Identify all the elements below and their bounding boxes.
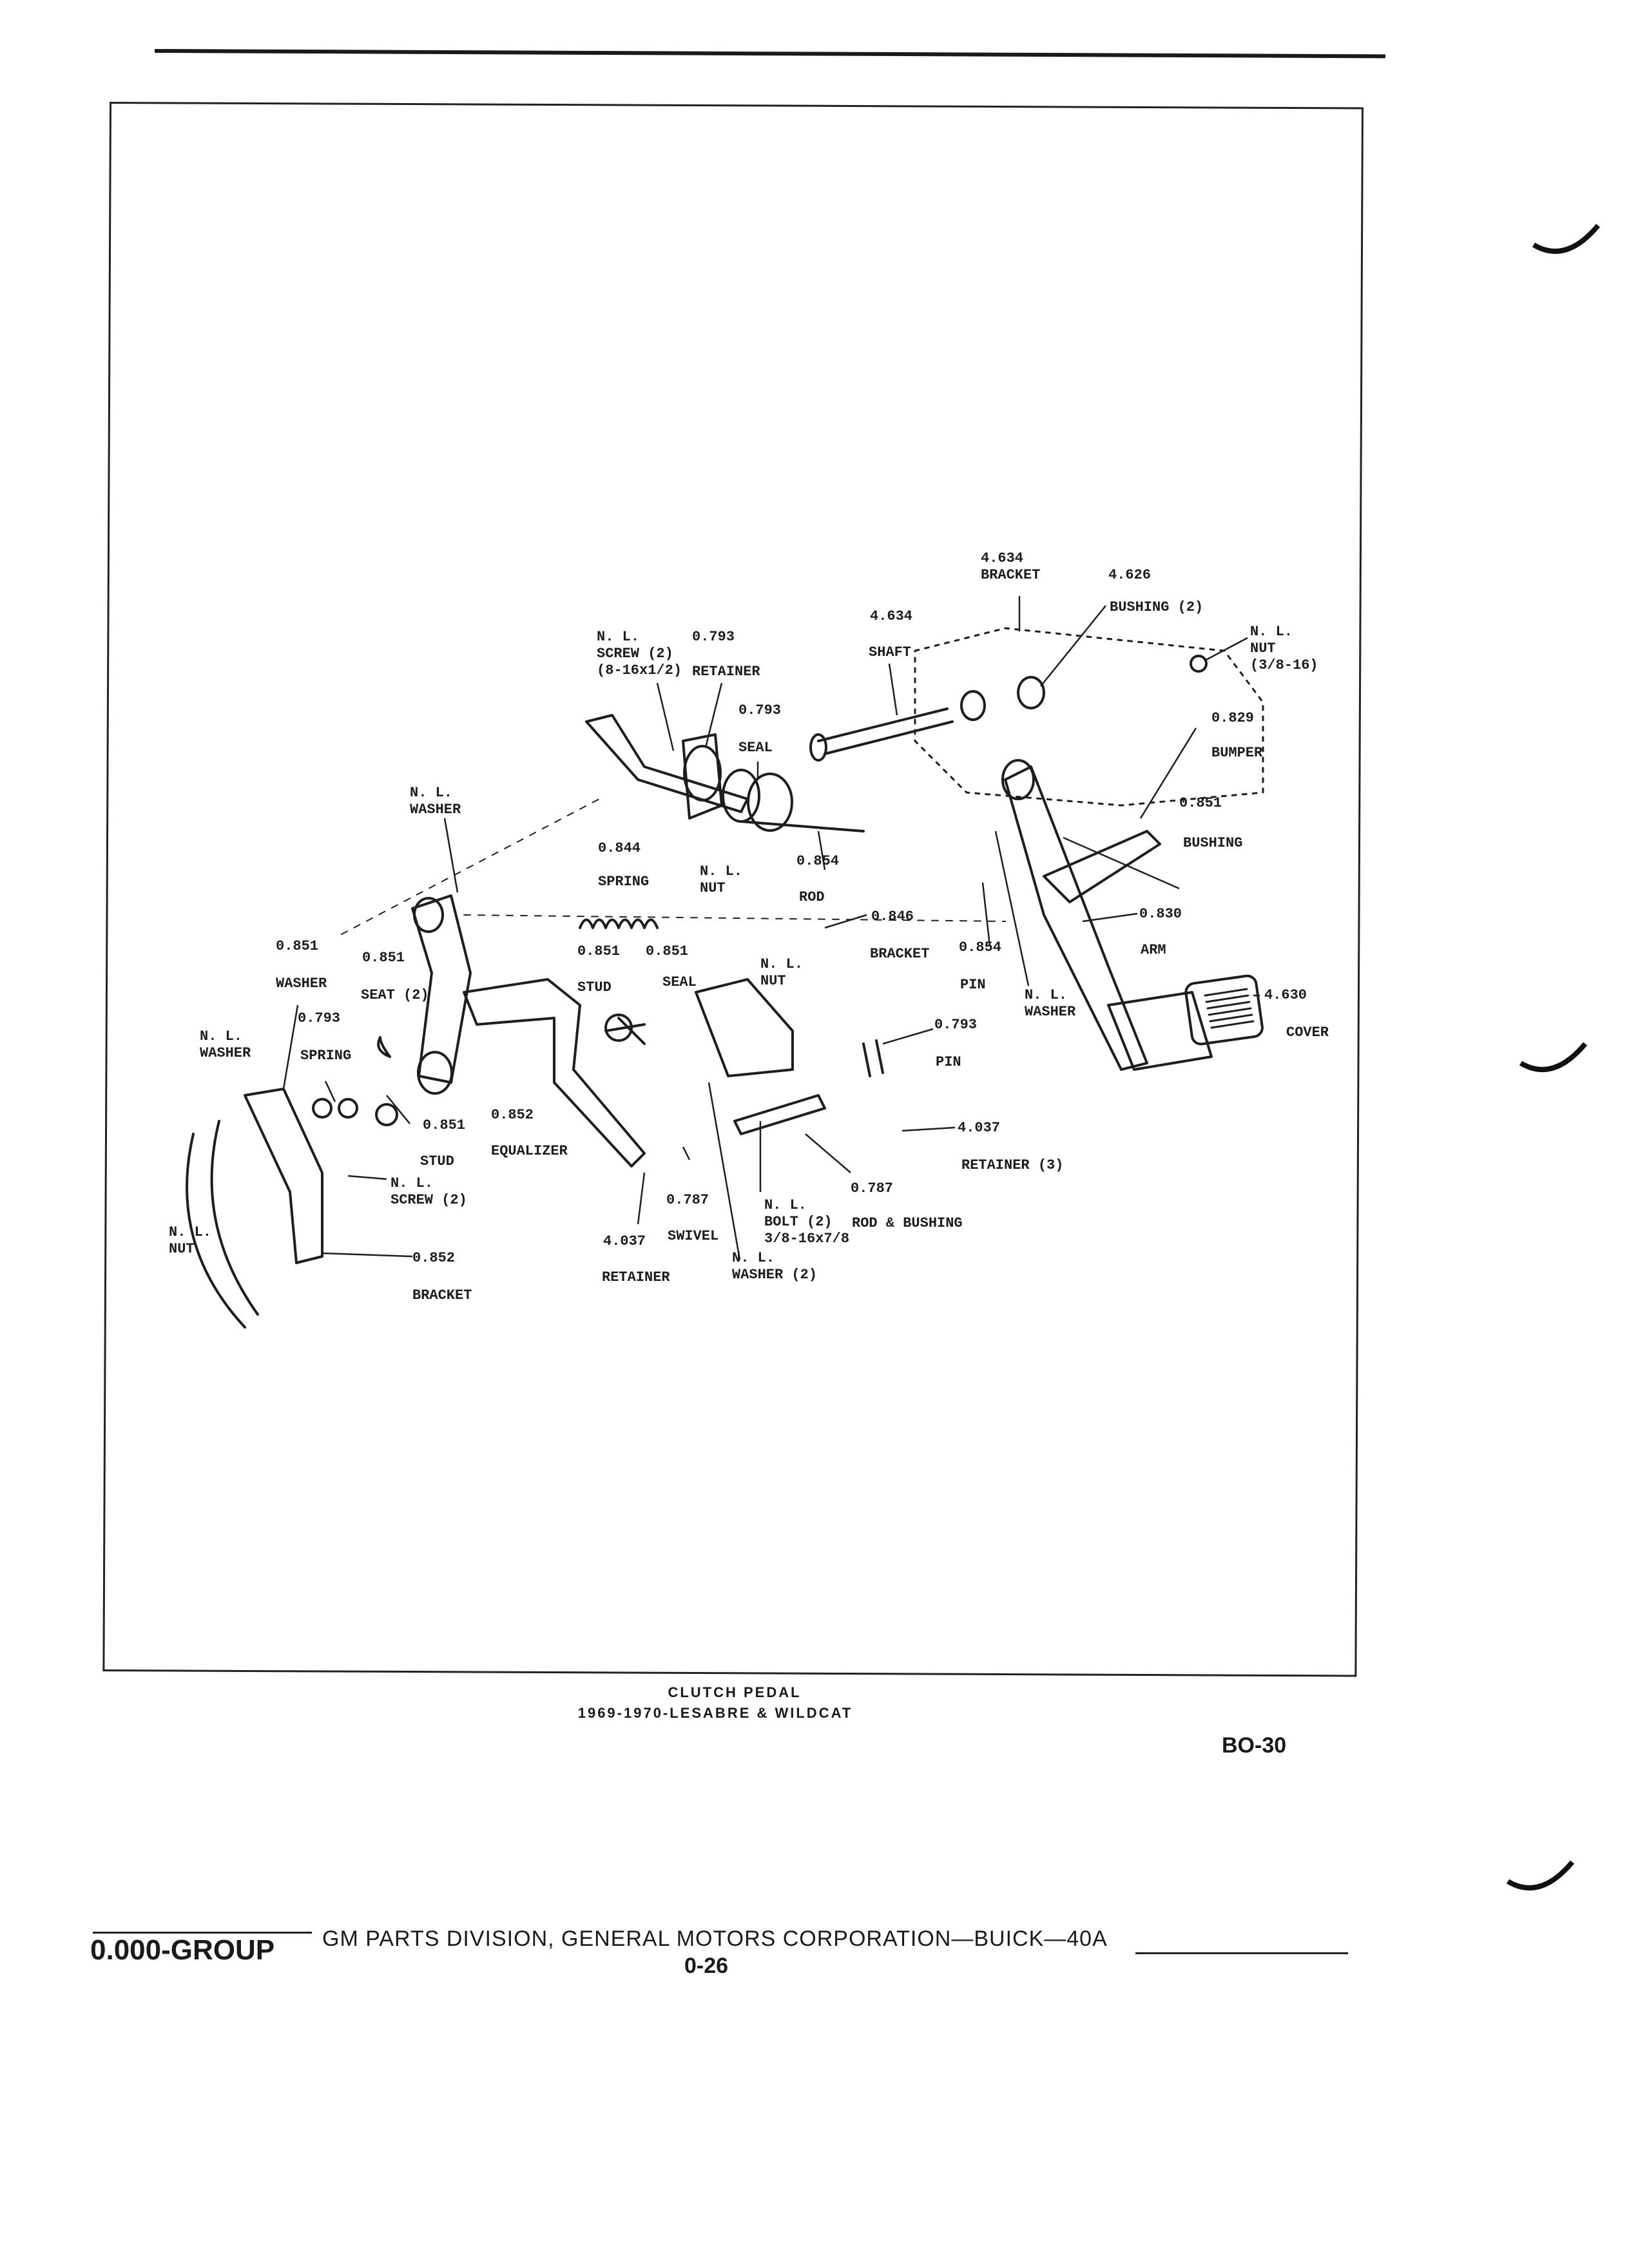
seal — [747, 773, 793, 832]
upper-link — [585, 714, 749, 813]
callout-4037-lower: 4.037 — [603, 1233, 646, 1249]
callout-0851-d: 0.851 — [646, 943, 689, 959]
binder-mark-3 — [1506, 1860, 1575, 1890]
callout-washer-arm: N. L. WASHER — [1025, 987, 1076, 1020]
equalizer — [463, 978, 646, 1168]
callout-0851-b: 0.851 — [362, 950, 405, 966]
callout-0829: 0.829 — [1211, 710, 1255, 726]
figure-title: CLUTCH PEDAL — [668, 1684, 802, 1700]
callout-pin-lower: PIN — [936, 1054, 961, 1070]
callout-bolt-2: N. L. BOLT (2) 3/8-16x7/8 — [764, 1197, 850, 1247]
callout-0793-c: 0.793 — [298, 1010, 341, 1026]
callout-0787-rod: 0.787 — [851, 1180, 894, 1196]
callout-0851-a: 0.851 — [276, 938, 319, 954]
bushing-right — [1017, 676, 1045, 709]
spring — [579, 918, 659, 929]
callout-nut-mid: N. L. NUT — [700, 863, 743, 896]
callout-pin-upper: PIN — [960, 977, 986, 993]
pedal-arm — [1004, 765, 1148, 1071]
callout-rod-bushing: ROD & BUSHING — [852, 1215, 963, 1231]
pedal-cover — [1184, 974, 1264, 1046]
callout-bushing-2: BUSHING (2) — [1110, 599, 1204, 615]
callout-swivel: SWIVEL — [668, 1228, 719, 1244]
callout-screw-2: N. L. SCREW (2) — [390, 1175, 467, 1208]
callout-nut-3-8-16: N. L. NUT (3/8-16) — [1250, 624, 1318, 673]
lower-bracket — [244, 1088, 323, 1264]
callout-0854-rod: 0.854 — [796, 853, 840, 869]
callout-nut-lower: N. L. NUT — [169, 1224, 212, 1257]
callout-seal: SEAL — [738, 740, 773, 756]
binder-mark-1 — [1532, 224, 1601, 254]
callout-stud: STUD — [577, 979, 612, 995]
callout-0830: 0.830 — [1139, 906, 1182, 922]
callout-0787-swivel: 0.787 — [666, 1192, 709, 1208]
callout-0851-c: 0.851 — [577, 943, 621, 959]
page-number: 0-26 — [684, 1954, 729, 1978]
callout-seat-2: SEAT (2) — [361, 987, 429, 1003]
bushing-left — [960, 690, 986, 721]
callout-seal-stud: SEAL — [662, 974, 697, 990]
callout-rod: ROD — [799, 889, 825, 905]
callout-bracket: BRACKET — [870, 946, 930, 962]
callout-washer-left: N. L. WASHER — [200, 1028, 251, 1061]
callout-0854-pin: 0.854 — [959, 939, 1002, 956]
pedal-pad — [1107, 991, 1213, 1071]
callout-bumper: BUMPER — [1211, 745, 1263, 761]
callout-nut-stud: N. L. NUT — [760, 956, 804, 989]
callout-0844: 0.844 — [598, 840, 641, 856]
publisher-line: GM PARTS DIVISION, GENERAL MOTORS CORPOR… — [322, 1927, 1108, 1951]
callout-0793-b: 0.793 — [738, 702, 782, 718]
callout-0852-equalizer: 0.852 — [491, 1107, 534, 1123]
callout-bracket-4634: 4.634 BRACKET — [981, 550, 1041, 583]
callout-4634: 4.634 — [870, 608, 913, 624]
group-number: 0.000-GROUP — [90, 1934, 275, 1966]
rod-bracket — [695, 978, 794, 1077]
callout-0852-bracket: 0.852 — [412, 1250, 456, 1266]
callout-0793-d: 0.793 — [934, 1017, 978, 1033]
callout-4037-retainer: 4.037 — [958, 1120, 1001, 1136]
callout-0851-e: 0.851 — [423, 1117, 466, 1133]
callout-bracket-lower: BRACKET — [412, 1287, 472, 1303]
callout-washer-2: N. L. WASHER (2) — [732, 1250, 818, 1283]
shaft — [817, 707, 954, 755]
callout-4630: 4.630 — [1264, 987, 1307, 1003]
callout-screw-8-16: N. L. SCREW (2) (8-16x1/2) — [597, 629, 682, 678]
callout-washer-upper: N. L. WASHER — [410, 785, 461, 818]
callout-0846: 0.846 — [871, 908, 914, 925]
callout-cover: COVER — [1286, 1024, 1329, 1041]
callout-equalizer: EQUALIZER — [491, 1143, 568, 1159]
callout-0851-bushing: 0.851 — [1179, 795, 1222, 811]
footer-rule-left — [93, 1932, 312, 1934]
callout-shaft: SHAFT — [869, 644, 912, 660]
footer-rule-right — [1135, 1952, 1348, 1954]
callout-retainer-lower: RETAINER — [602, 1269, 670, 1285]
binder-mark-2 — [1519, 1042, 1588, 1072]
mounting-bracket — [914, 627, 1264, 807]
callout-0793-a: 0.793 — [692, 629, 735, 645]
callout-spring-left: SPRING — [300, 1048, 352, 1064]
callout-arm: ARM — [1141, 942, 1166, 958]
callout-stud-lower: STUD — [420, 1153, 454, 1169]
callout-spring: SPRING — [598, 874, 650, 890]
page-code: BO-30 — [1222, 1733, 1287, 1758]
callout-4626: 4.626 — [1108, 567, 1152, 583]
callout-retainer-3: RETAINER (3) — [961, 1157, 1064, 1173]
callout-washer: WASHER — [276, 975, 327, 992]
callout-bushing: BUSHING — [1183, 835, 1243, 851]
callout-retainer: RETAINER — [692, 664, 760, 680]
figure-subtitle: 1969-1970-LESABRE & WILDCAT — [577, 1705, 853, 1721]
